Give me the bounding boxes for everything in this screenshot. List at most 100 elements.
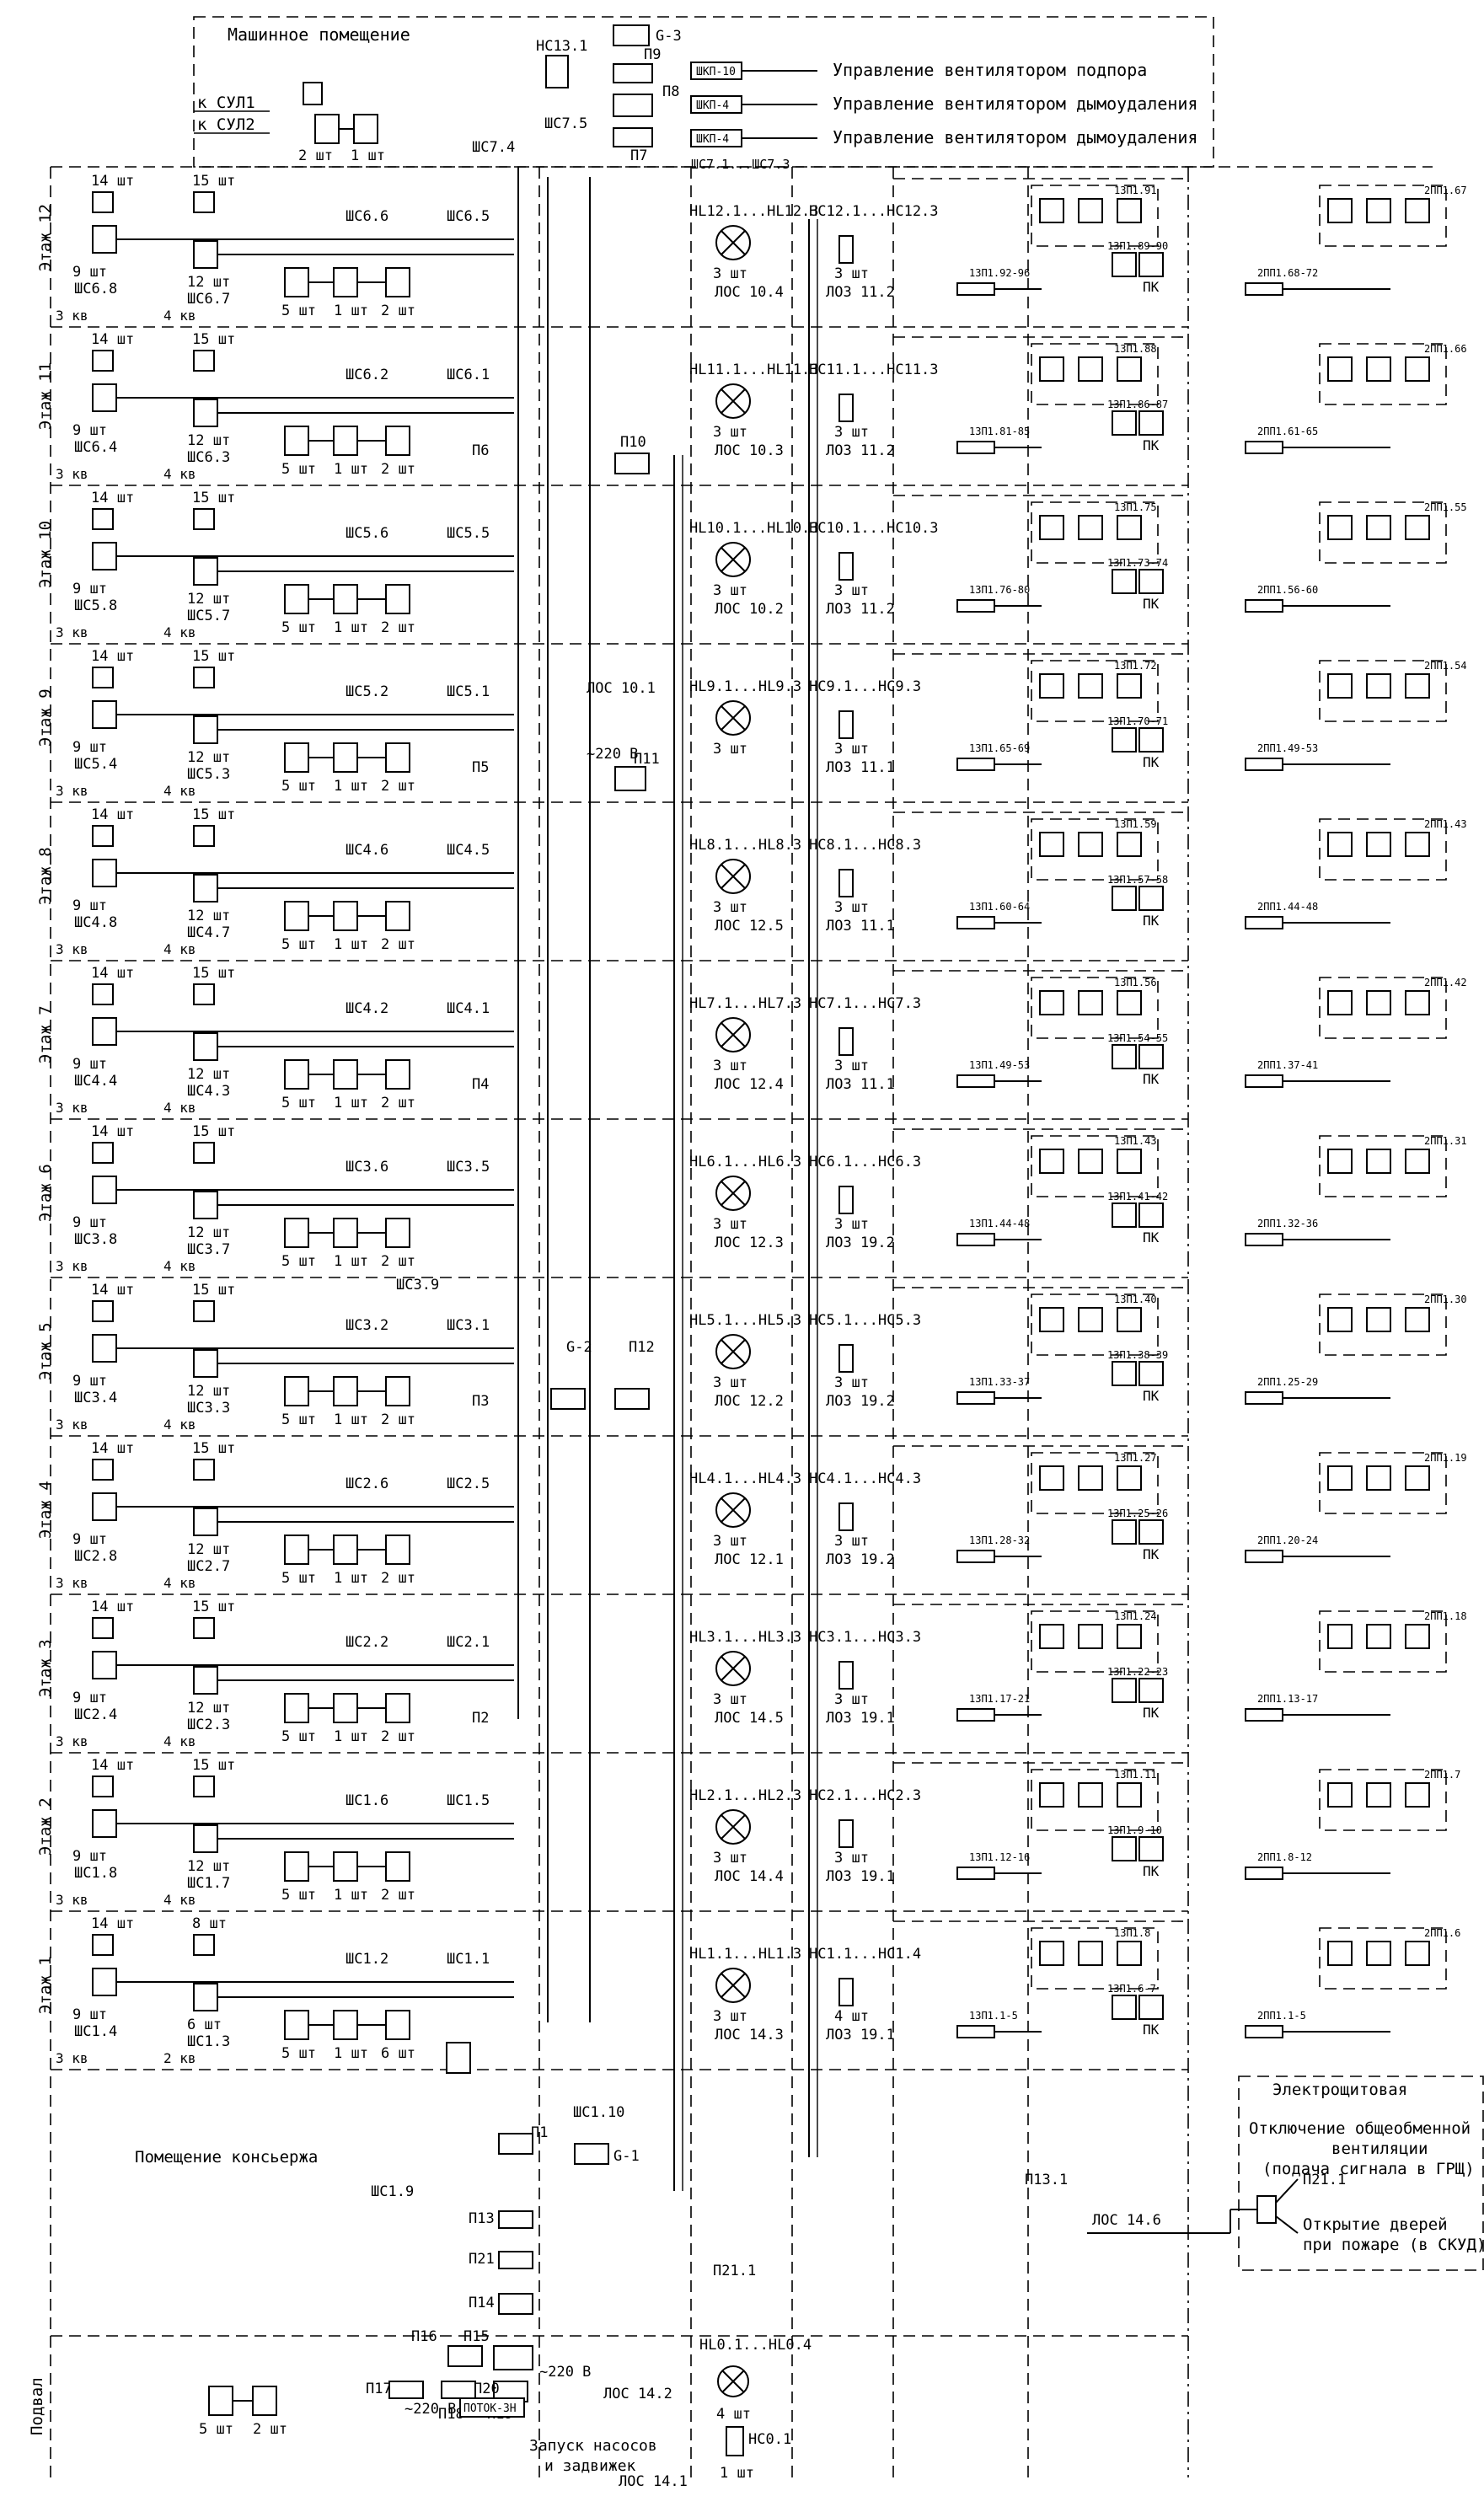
alarm-button-icon <box>92 191 114 213</box>
s1-label: 9 шт <box>72 1214 107 1231</box>
f1-label: 5 шт <box>281 1728 316 1745</box>
flame-detector-icon <box>333 267 358 297</box>
f2-label: 1 шт <box>334 1253 368 1270</box>
k1-label: 3 кв <box>56 2050 88 2066</box>
k1-label: 3 кв <box>56 466 88 482</box>
lb-label: ШС6.5 <box>447 208 490 225</box>
hc-qty-label: 3 шт <box>834 1374 869 1391</box>
fire-button-icon <box>1327 1941 1353 1966</box>
mid-equipment: П10 ЛОС 10.1 ~220 В П11 ШС3.9 G-2 П12 <box>396 434 660 1410</box>
loz-label: ЛОЗ 19.1 <box>826 1868 895 1885</box>
q2-label: 15 шт <box>192 1599 235 1615</box>
g3-label: 1ЗП1.44-48 <box>969 1218 1030 1229</box>
k1-label: 3 кв <box>56 1892 88 1908</box>
s2n-label: ШС6.7 <box>187 291 230 308</box>
g1-label: 1ЗП1.91 <box>1114 185 1157 196</box>
la-label: ШС3.2 <box>346 1317 388 1334</box>
floor-label: Этаж 7 <box>36 1005 55 1063</box>
q2-label: 15 шт <box>192 331 235 348</box>
heat-detector-icon <box>92 700 117 729</box>
g2-label: 1ЗП1.38-39 <box>1107 1349 1168 1361</box>
basement-q1: 5 шт <box>199 2421 233 2438</box>
g5-label: 2ПП1.13-17 <box>1257 1693 1318 1705</box>
g5-label: 2ПП1.56-60 <box>1257 584 1318 596</box>
hdr-qty2: 2 шт <box>298 147 333 164</box>
heat-detector-icon <box>92 383 117 412</box>
heat-detector-icon <box>193 715 218 744</box>
f2-label: 1 шт <box>334 1728 368 1745</box>
valve-icon <box>1112 727 1137 753</box>
ctrl-smoke1-label: Управление вентилятором дымоудаления <box>833 94 1197 114</box>
manual-point-icon <box>1117 673 1142 699</box>
f1-label: 5 шт <box>281 1253 316 1270</box>
p1-label: П1 <box>531 2124 548 2141</box>
g3-label: 1ЗП1.92-96 <box>969 267 1030 279</box>
alarm-button-icon <box>92 1934 114 1956</box>
k1-label: 3 кв <box>56 1100 88 1116</box>
hc-label: НС6.1...НС6.3 <box>809 1154 921 1170</box>
la-label: ШС5.2 <box>346 683 388 700</box>
valve-icon <box>1112 252 1137 277</box>
fire-button-icon <box>1039 832 1064 857</box>
q1-label: 14 шт <box>91 965 134 982</box>
ctrl-supply-label: Управление вентилятором подпора <box>833 60 1147 80</box>
heat-detector-icon <box>193 874 218 903</box>
floor-label: Этаж 10 <box>36 521 55 588</box>
panel-label: П4 <box>472 1076 489 1093</box>
fire-valve-box-icon <box>956 916 995 929</box>
valve-icon <box>1112 886 1137 911</box>
lb-label: ШС3.1 <box>447 1317 490 1334</box>
loz-label: ЛОЗ 19.1 <box>826 2027 895 2043</box>
f1-label: 5 шт <box>281 303 316 319</box>
g2-label: 1ЗП1.6-7 <box>1107 1983 1156 1995</box>
f2-label: 1 шт <box>334 1095 368 1111</box>
fire-button-icon <box>1039 198 1064 223</box>
s2n-label: ШС5.7 <box>187 608 230 624</box>
los-label: ЛОС 10.4 <box>715 284 784 301</box>
s1n-label: ШС3.8 <box>74 1231 117 1248</box>
s1-label: 9 шт <box>72 264 107 281</box>
heat-detector-icon <box>92 1492 117 1521</box>
heat-detector-icon <box>193 557 218 586</box>
fire-button-icon <box>1039 1149 1064 1174</box>
manual-point-icon <box>1117 1307 1142 1332</box>
smoke-sensor-icon <box>1366 990 1391 1015</box>
p21-box-icon <box>498 2251 533 2269</box>
smoke-sensor-icon <box>1078 673 1103 699</box>
g1-battery-icon <box>574 2143 609 2165</box>
mid-220-label: ~220 В <box>587 746 638 763</box>
manual-point-icon <box>1405 832 1430 857</box>
hl0-label: HL0.1...HL0.4 <box>699 2337 812 2354</box>
valve-icon <box>1138 886 1164 911</box>
smoke-detector-icon <box>284 901 309 931</box>
g1-label: 1ЗП1.11 <box>1114 1769 1157 1781</box>
f3-label: 2 шт <box>381 1570 415 1587</box>
q2-label: 15 шт <box>192 173 235 190</box>
header-zone: Машинное помещение НС13.1 G-3 П9 П8 П7 Ш… <box>193 16 1214 172</box>
valve-icon <box>1112 1044 1137 1069</box>
heat-detector-icon <box>92 1968 117 1996</box>
sounder-icon <box>838 1502 854 1531</box>
sul2-label: к СУЛ2 <box>197 115 255 134</box>
k1-label: 3 кв <box>56 624 88 640</box>
hc-qty-label: 3 шт <box>834 741 869 758</box>
alarm-button-icon <box>193 1617 215 1639</box>
smoke-detector-icon <box>385 901 410 931</box>
alarm-button-icon <box>92 508 114 530</box>
manual-point-icon <box>1405 1941 1430 1966</box>
manual-point-icon <box>1405 1465 1430 1491</box>
electro-t3: (подача сигнала в ГРЩ) <box>1262 2160 1475 2178</box>
s2-label: 12 шт <box>187 1383 230 1400</box>
sul1-label: к СУЛ1 <box>197 94 255 112</box>
f3-label: 2 шт <box>381 619 415 636</box>
hc-label: НС4.1...НС4.3 <box>809 1470 921 1487</box>
s2-label: 12 шт <box>187 1700 230 1717</box>
fire-button-icon <box>1327 1624 1353 1649</box>
smoke-detector-icon <box>284 1218 309 1248</box>
k1-label: 3 кв <box>56 1417 88 1433</box>
hl-qty-label: 3 шт <box>713 1058 747 1074</box>
f2-label: 1 шт <box>334 1570 368 1587</box>
los-label: ЛОС 12.3 <box>715 1235 784 1251</box>
g4-label: 2ПП1.19 <box>1424 1452 1467 1464</box>
